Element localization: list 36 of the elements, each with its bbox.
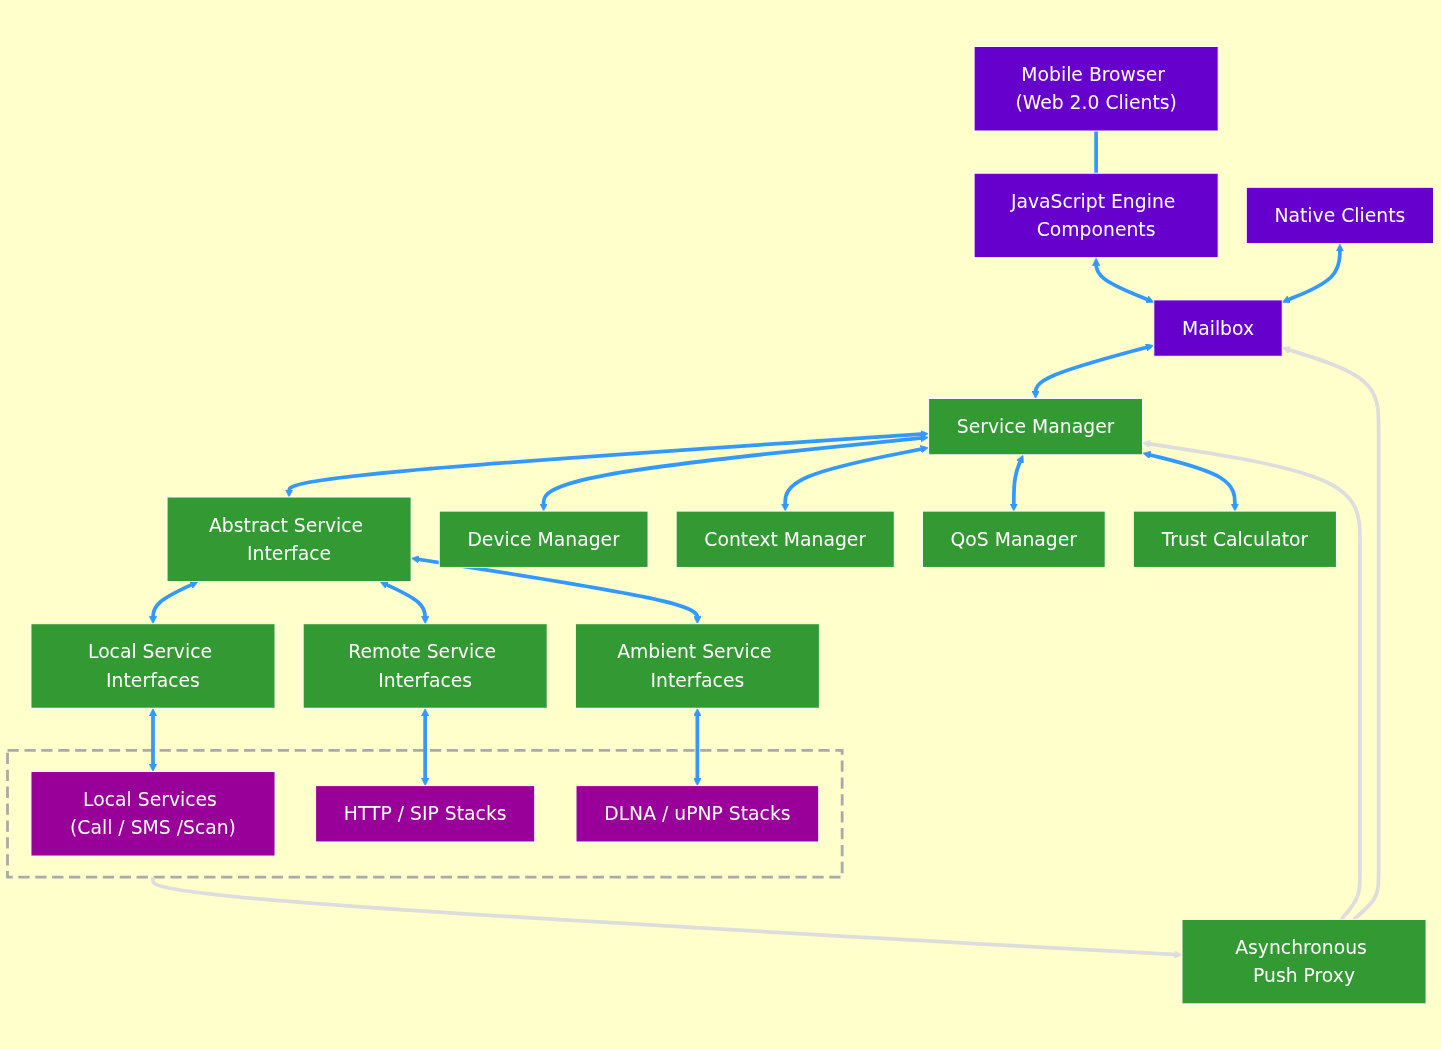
- node-box: Asynchronous Push Proxy: [1181, 918, 1427, 1005]
- arrow: [411, 555, 702, 624]
- arrow: [539, 433, 929, 512]
- connector: [1094, 130, 1098, 174]
- arrow: [781, 444, 929, 512]
- arrow: [421, 708, 430, 786]
- arrow: [151, 875, 1183, 959]
- arrow: [1142, 450, 1239, 512]
- arrow: [1142, 439, 1362, 921]
- node-box: Mailbox: [1153, 299, 1283, 357]
- node-box: Mobile Browser (Web 2.0 Clients): [973, 45, 1219, 132]
- arrow: [284, 429, 929, 498]
- arrow: [1009, 454, 1024, 512]
- arrow: [1281, 345, 1381, 921]
- arrow: [148, 708, 158, 772]
- node-box: Trust Calculator: [1132, 510, 1337, 568]
- node-box: Ambient Service Interfaces: [574, 623, 820, 709]
- node-box: Context Manager: [675, 510, 895, 568]
- node-box: Service Manager: [928, 397, 1144, 456]
- node-box: DLNA / uPNP Stacks: [575, 785, 820, 843]
- cluster: [6, 748, 844, 879]
- node-box: HTTP / SIP Stacks: [315, 785, 536, 843]
- arrow: [379, 580, 430, 624]
- node-box: JavaScript Engine Components: [973, 172, 1219, 258]
- node-box: Remote Service Interfaces: [302, 623, 548, 709]
- arrow: [1031, 343, 1154, 399]
- node-box: Local Services (Call / SMS /Scan): [30, 770, 276, 857]
- arrow: [693, 708, 702, 786]
- node-box: Local Service Interfaces: [30, 623, 276, 709]
- arrow: [1092, 257, 1155, 303]
- arrow: [148, 580, 199, 624]
- node-box: QoS Manager: [921, 510, 1106, 568]
- node-box: Abstract Service Interface: [166, 496, 412, 582]
- node-box: Native Clients: [1245, 186, 1434, 244]
- node-box: Device Manager: [438, 510, 649, 568]
- arrow: [1281, 243, 1345, 303]
